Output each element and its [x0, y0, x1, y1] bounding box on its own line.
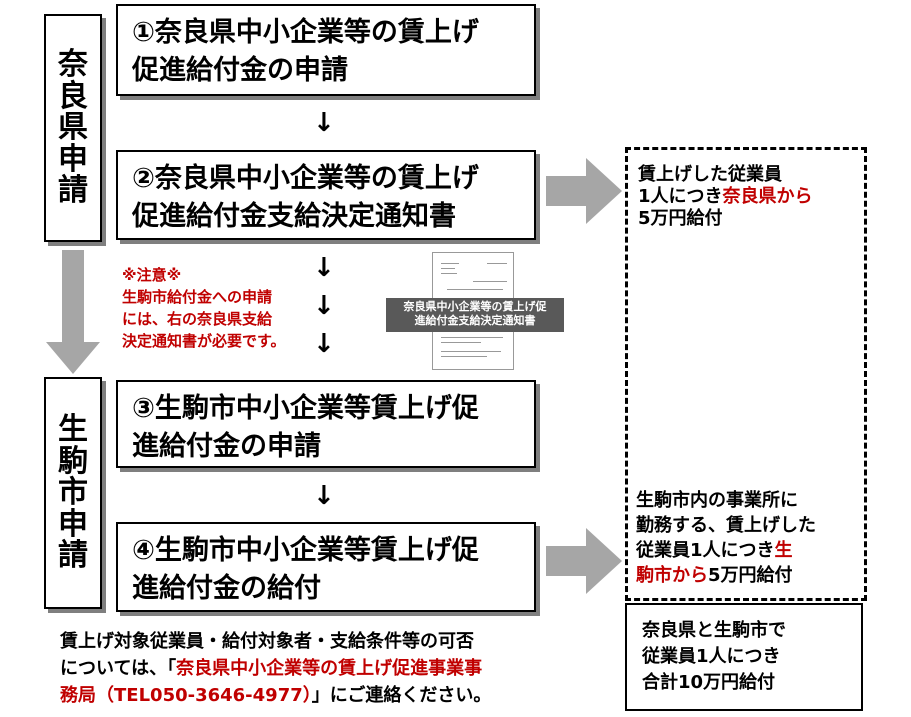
footer-line2-red: 奈良県中小企業等の賃上げ促進事業事 [176, 658, 483, 679]
benefit-dashed-panel [625, 147, 867, 601]
nara-benefit-line1: 賃上げした従業員 [638, 164, 782, 185]
down-arrow-3: ↓ [313, 291, 335, 321]
footer-line1: 賃上げ対象従業員・給付対象者・支給条件等の可否 [60, 631, 474, 652]
ikoma-application-label: 生駒市申請 [44, 377, 102, 609]
ikoma-benefit-line3-pre: 従業員1人につき [636, 540, 775, 561]
step2-text: ②奈良県中小企業等の賃上げ 促進給付金支給決定通知書 [132, 163, 479, 232]
ikoma-benefit-line1: 生駒市内の事業所に [636, 490, 798, 511]
ikoma-benefit-line4-red: 駒市から [636, 565, 708, 586]
summary-line3: 合計10万円給付 [642, 672, 776, 693]
contact-footer: 賃上げ対象従業員・給付対象者・支給条件等の可否 については、「奈良県中小企業等の… [60, 628, 491, 709]
nara-benefit-line2-pre: 1人につき [638, 186, 723, 207]
down-arrow-4: ↓ [313, 329, 335, 359]
summary-text: 奈良県と生駒市で 従業員1人につき 合計10万円給付 [642, 618, 786, 696]
down-arrow-2: ↓ [313, 253, 335, 283]
step3-text: ③生駒市中小企業等賃上げ促 進給付金の申請 [132, 393, 479, 462]
footer-line3-red: 務局（TEL050-3646-4977） [60, 685, 312, 706]
right-arrow-bottom [546, 528, 622, 594]
nara-application-label: 奈良県申請 [44, 14, 102, 242]
summary-line1: 奈良県と生駒市で [642, 620, 786, 641]
note-title: ※注意※ [122, 266, 182, 284]
down-arrow-1: ↓ [313, 108, 335, 138]
footer-line2-pre: については、「 [60, 658, 177, 679]
ikoma-benefit-line2: 勤務する、賃上げした [636, 515, 816, 536]
ikoma-benefit-line3: 従業員1人につき生 [636, 538, 816, 563]
down-arrow-5: ↓ [313, 481, 335, 511]
ikoma-application-text: 生駒市申請 [58, 412, 88, 574]
step4-box: ④生駒市中小企業等賃上げ促 進給付金の給付 [116, 522, 536, 612]
step1-text: ①奈良県中小企業等の賃上げ 促進給付金の申請 [132, 17, 479, 86]
ikoma-benefit-text: 生駒市内の事業所に 勤務する、賃上げした 従業員1人につき生 駒市から5万円給付 [636, 488, 816, 588]
nara-benefit-line3: 5万円給付 [638, 208, 723, 229]
step2-box: ②奈良県中小企業等の賃上げ 促進給付金支給決定通知書 [116, 150, 536, 240]
nara-application-text: 奈良県申請 [58, 47, 88, 209]
summary-box [625, 603, 863, 711]
footer-line3-post: 」にご連絡ください。 [311, 685, 492, 706]
footer-line3: 務局（TEL050-3646-4977）」にご連絡ください。 [60, 682, 491, 709]
nara-benefit-text: 賃上げした従業員 1人につき奈良県から 5万円給付 [638, 164, 813, 230]
footer-line2: については、「奈良県中小企業等の賃上げ促進事業事 [60, 655, 491, 682]
gray-down-arrow [46, 250, 100, 374]
ikoma-benefit-line3-red: 生 [774, 540, 793, 561]
step3-box: ③生駒市中小企業等賃上げ促 進給付金の申請 [116, 380, 536, 468]
ikoma-benefit-line4: 駒市から5万円給付 [636, 563, 816, 588]
note-body: 生駒市給付金への申請 には、右の奈良県支給 決定通知書が必要です。 [122, 288, 286, 350]
summary-line2: 従業員1人につき [642, 646, 781, 667]
notice-document-banner: 奈良県中小企業等の賃上げ促 進給付金支給決定通知書 [386, 298, 564, 332]
step1-box: ①奈良県中小企業等の賃上げ 促進給付金の申請 [116, 4, 536, 96]
step4-text: ④生駒市中小企業等賃上げ促 進給付金の給付 [132, 535, 479, 604]
nara-benefit-line2: 1人につき奈良県から [638, 186, 813, 208]
ikoma-benefit-line4-post: 5万円給付 [708, 565, 793, 586]
right-arrow-top [546, 158, 622, 224]
nara-benefit-line2-red: 奈良県から [722, 186, 813, 207]
